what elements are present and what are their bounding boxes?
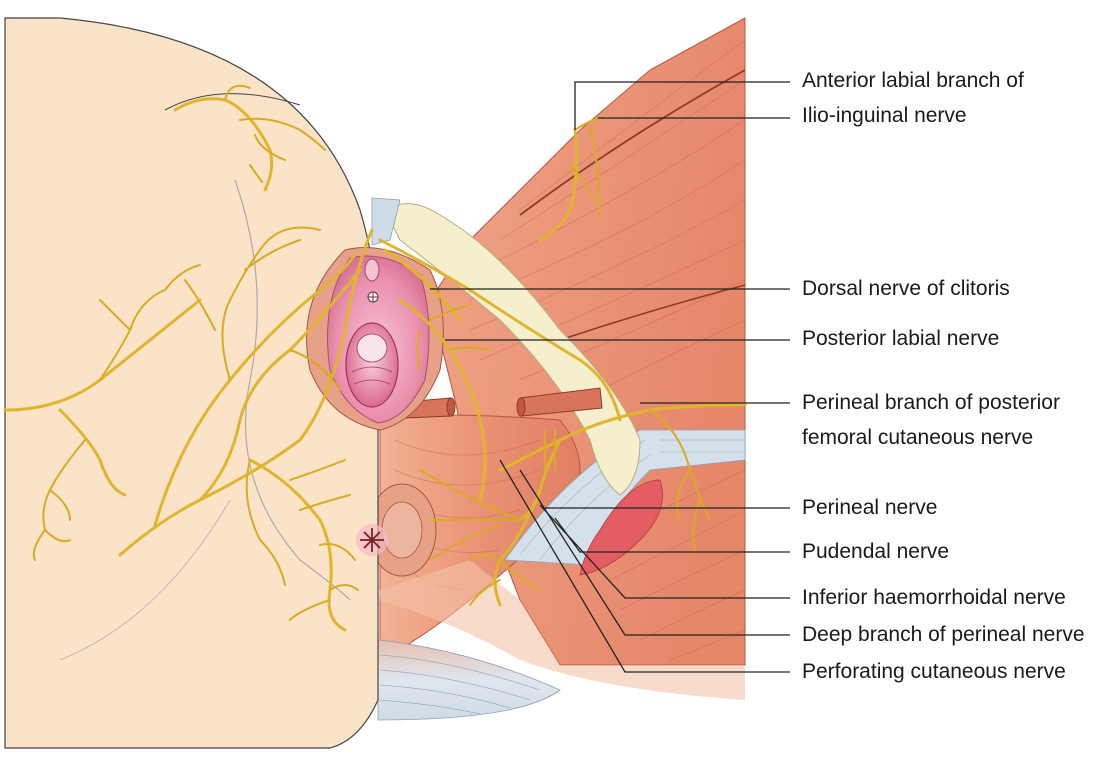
label-deep-branch-of-perineal-nerve: Deep branch of perineal nerve [802, 623, 1085, 646]
thigh-contour-line [519, 69, 746, 216]
label-perforating-cutaneous-nerve: Perforating cutaneous nerve [802, 660, 1066, 683]
leader-perforating [499, 459, 790, 673]
label-femoral-cutaneous-nerve: femoral cutaneous nerve [802, 426, 1034, 449]
skin-crease-2 [59, 499, 231, 661]
gluteal-fascia [378, 560, 745, 700]
skin-crease [234, 179, 351, 601]
clitoris [364, 258, 380, 282]
cut-vessel-left-end [446, 397, 456, 417]
fascia-fibers [379, 654, 541, 715]
label-anterior-labial-branch: Anterior labial branch of [802, 69, 1024, 92]
anus [360, 528, 384, 552]
leader-deep-branch [519, 469, 790, 636]
label-pudendal-nerve: Pudendal nerve [802, 540, 950, 563]
label-inferior-haemorrhoidal-nerve: Inferior haemorrhoidal nerve [802, 586, 1066, 609]
leader-lines [430, 81, 790, 673]
cut-vessel-right-end [516, 397, 526, 417]
left-skin [4, 17, 379, 749]
label-perineal-branch-posterior: Perineal branch of posterior [802, 391, 1060, 414]
leader-anterior-labial [574, 81, 790, 130]
vaginal-rugae [351, 366, 393, 385]
ischial-tuberosity [579, 479, 663, 576]
thigh-contour-line-lower [559, 284, 746, 341]
label-perineal-nerve: Perineal nerve [802, 496, 938, 519]
leader-pudendal [554, 517, 790, 553]
nerves-left [3, 84, 374, 632]
urethral-mark [368, 292, 378, 302]
anal-sphincter-inner [381, 501, 423, 559]
nerves-right [378, 117, 747, 607]
vaginal-inner [356, 333, 388, 363]
label-ilio-inguinal-nerve: Ilio-inguinal nerve [802, 104, 967, 127]
label-dorsal-nerve-of-clitoris: Dorsal nerve of clitoris [802, 277, 1010, 300]
leader-inferior-haemorrhoidal [539, 504, 790, 599]
label-posterior-labial-nerve: Posterior labial nerve [802, 327, 1000, 350]
